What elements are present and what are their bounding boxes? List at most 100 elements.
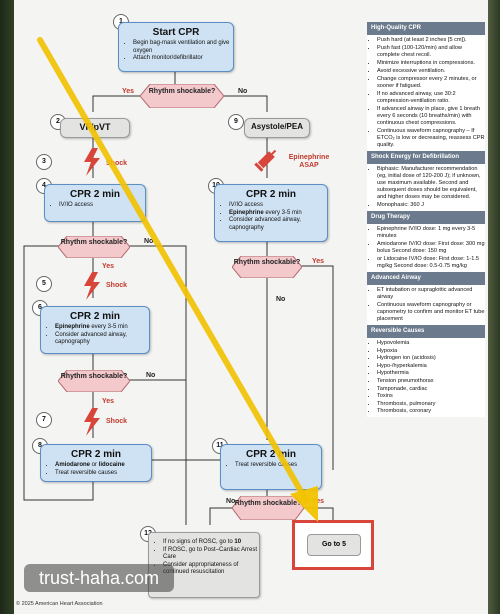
step-title: CPR 2 min — [70, 449, 121, 460]
step-title: CPR 2 min — [69, 311, 120, 322]
sidebar-item: Minimize interruptions in compressions. — [377, 60, 485, 67]
sidebar-item: Hypo-/hyperkalemia — [377, 363, 485, 370]
sidebar-item: Hypothermia — [377, 370, 485, 377]
decision-shockable-3: Rhythm shockable? — [58, 370, 130, 392]
step-title: CPR 2 min — [69, 189, 120, 200]
step-item: Treat reversible causes — [55, 470, 151, 478]
drug-name: Epinephrine — [55, 324, 90, 330]
step-item: Consider appropriateness of continued re… — [163, 562, 259, 577]
cpr-box-11: CPR 2 min Treat reversible causes — [220, 444, 322, 490]
step-item: Consider advanced airway, capnography — [55, 332, 149, 347]
step-item: Amiodarone or lidocaine — [55, 462, 151, 470]
sidebar-item: Avoid excessive ventilation. — [377, 68, 485, 75]
epinephrine-asap-label: Epinephrine ASAP — [288, 154, 330, 169]
step-item: IV/IO access — [229, 202, 327, 210]
step-title: VF/pVT — [79, 122, 111, 132]
yes-label: Yes — [122, 88, 135, 95]
step-item: Treat reversible causes — [235, 462, 321, 470]
drug-name: lidocaine — [98, 462, 125, 468]
step-item: Begin bag-mask ventilation and give oxyg… — [133, 40, 233, 55]
go-to-5-box: Go to 5 — [307, 534, 361, 556]
start-cpr-box: Start CPR Begin bag-mask ventilation and… — [118, 22, 234, 72]
sidebar-heading: Drug Therapy — [367, 211, 485, 224]
copyright-text: © 2025 American Heart Association — [16, 601, 103, 607]
rosc-text: If no signs of ROSC, go to — [163, 539, 235, 545]
sidebar-item: Toxins — [377, 393, 485, 400]
sidebar-item: Hydrogen ion (acidosis) — [377, 355, 485, 362]
step-item: Epinephrine every 3-5 min — [229, 210, 327, 218]
shock-bolt-icon — [84, 148, 100, 176]
sidebar-item: Push fast (100-120/min) and allow comple… — [377, 45, 485, 59]
drug-name: Amiodarone — [55, 462, 91, 468]
step-number: 7 — [36, 412, 52, 428]
shock-bolt-icon — [84, 272, 100, 300]
step-item: Attach monitor/defibrillator — [133, 55, 233, 63]
step-number: 9 — [228, 114, 244, 130]
sidebar-item: If no advanced airway, use 30:2 compress… — [377, 91, 485, 105]
decision-shockable-5: Rhythm shockable? — [232, 496, 304, 520]
cpr-box-4: CPR 2 min IV/IO access — [44, 184, 146, 222]
decision-text: Rhythm shockable? — [234, 500, 302, 507]
sidebar-item: Amiodarone IV/IO dose: First dose: 300 m… — [377, 241, 485, 255]
watermark: trust-haha.com — [24, 564, 174, 592]
step-number: 5 — [36, 276, 52, 292]
drug-name: Epinephrine — [229, 209, 264, 216]
sidebar-item: Hypovolemia — [377, 340, 485, 347]
sidebar-item: Continuous waveform capnography or capno… — [377, 302, 485, 323]
drug-connector: or — [90, 462, 99, 468]
decision-text: Rhythm shockable? — [60, 373, 128, 380]
step-item: If no signs of ROSC, go to 10 — [163, 539, 259, 547]
step-item: Consider advanced airway, capnography — [229, 217, 327, 232]
step-item: IV/IO access — [59, 202, 145, 210]
no-label: No — [226, 498, 236, 505]
no-label: No — [238, 88, 248, 95]
step-item: If ROSC, go to Post–Cardiac Arrest Care — [163, 547, 259, 562]
drug-dose: every 3-5 min — [89, 324, 128, 330]
decision-shockable-2: Rhythm shockable? — [58, 236, 130, 258]
step-ref: 10 — [234, 539, 242, 545]
shock-label: Shock — [106, 282, 128, 289]
sidebar-heading: Shock Energy for Defibrillation — [367, 151, 485, 164]
sidebar-item: Push hard (at least 2 inches [5 cm]). — [377, 37, 485, 44]
no-label: No — [144, 238, 154, 245]
drug-dose: every 3-5 min — [263, 209, 302, 216]
sidebar-item: Thrombosis, coronary — [377, 408, 485, 415]
yes-label: Yes — [102, 398, 115, 405]
yes-label: Yes — [312, 498, 325, 505]
step-title: CPR 2 min — [245, 189, 296, 200]
shock-label: Shock — [106, 418, 128, 425]
sidebar-item: Tamponade, cardiac — [377, 386, 485, 393]
sidebar-heading: Advanced Airway — [367, 272, 485, 285]
no-label: No — [276, 296, 286, 303]
decision-shockable-1: Rhythm shockable? — [140, 84, 224, 108]
sidebar-item: Epinephrine IV/IO dose: 1 mg every 3-5 m… — [377, 226, 485, 240]
sidebar-item: Tension pneumothorax — [377, 378, 485, 385]
yes-label: Yes — [312, 258, 325, 265]
sidebar-item: Continuous waveform capnography – If ETC… — [377, 128, 485, 149]
sidebar-item: Thrombosis, pulmonary — [377, 401, 485, 408]
cpr-box-10: CPR 2 min IV/IO access Epinephrine every… — [214, 184, 328, 242]
sidebar-heading: High-Quality CPR — [367, 22, 485, 35]
sidebar-item: Monophasic: 360 J — [377, 202, 485, 209]
decision-text: Rhythm shockable? — [148, 88, 216, 95]
go-to-5-highlight: Go to 5 — [292, 520, 374, 570]
step-title: Start CPR — [152, 27, 200, 38]
step-title: CPR 2 min — [245, 449, 296, 460]
asystole-pea-box: Asystole/PEA — [244, 118, 310, 138]
cpr-box-6: CPR 2 min Epinephrine every 3-5 min Cons… — [40, 306, 150, 354]
sidebar-item: ET intubation or supraglottic advanced a… — [377, 287, 485, 301]
sidebar-item: Biphasic: Manufacturer recommendation (e… — [377, 166, 485, 201]
shock-label: Shock — [106, 160, 128, 167]
decision-text: Rhythm shockable? — [233, 259, 301, 266]
sidebar-item: Hypoxia — [377, 348, 485, 355]
syringe-icon — [254, 149, 277, 172]
step-title: Asystole/PEA — [250, 122, 304, 131]
cpr-box-8: CPR 2 min Amiodarone or lidocaine Treat … — [40, 444, 152, 482]
no-label: No — [146, 372, 156, 379]
shock-bolt-icon — [84, 408, 100, 436]
decision-text: Rhythm shockable? — [60, 239, 128, 246]
sidebar-item: or Lidocaine IV/IO dose: First dose: 1-1… — [377, 256, 485, 270]
decision-shockable-4: Rhythm shockable? — [232, 256, 302, 278]
